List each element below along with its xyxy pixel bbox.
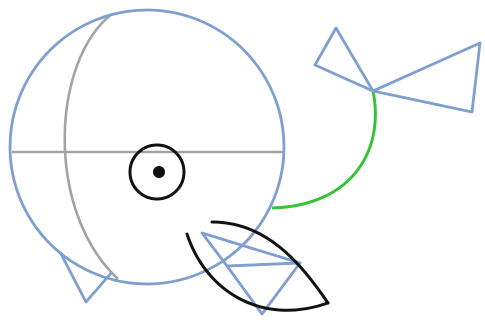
vertical-guide-curve xyxy=(65,14,118,279)
tail-fin-left-triangle xyxy=(315,28,373,91)
tail-fin-right-triangle xyxy=(373,43,480,112)
tail-fin xyxy=(315,28,480,112)
front-fin xyxy=(202,233,300,314)
tail-arc xyxy=(272,91,375,208)
mouth-lower-curve xyxy=(187,234,328,310)
eye-pupil xyxy=(153,166,165,178)
